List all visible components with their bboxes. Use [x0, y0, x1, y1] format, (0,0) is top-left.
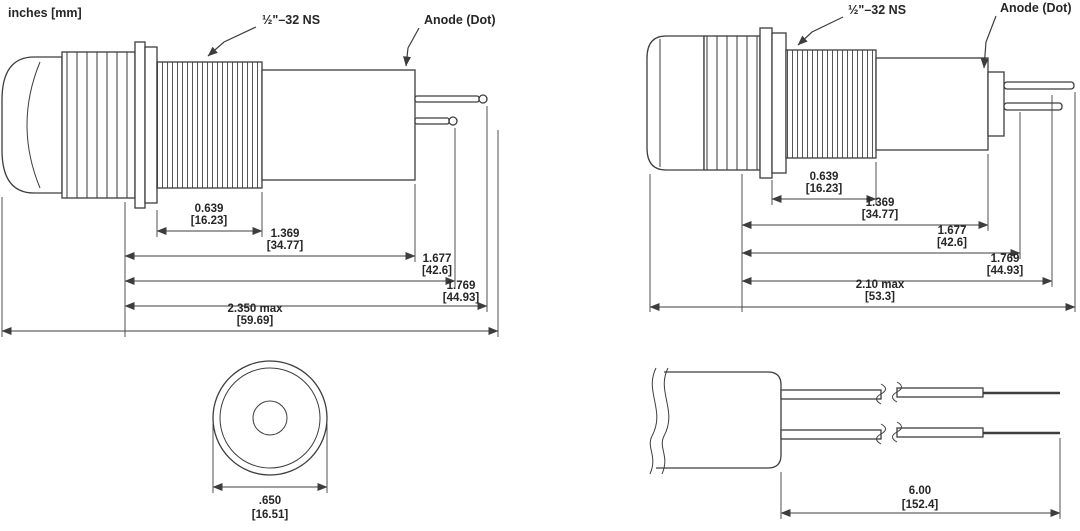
front-dia-in: .650 — [259, 495, 281, 507]
left-dim-overall-in: 2.350 max — [228, 303, 284, 315]
right-dim-3-mm: [42.6] — [937, 237, 967, 249]
right-anode-label: Anode (Dot) — [1000, 1, 1072, 15]
left-dim-overall-mm: [59.69] — [237, 315, 274, 327]
lead-length-view: 6.00 [152.4] — [649, 367, 1061, 519]
right-wire-anode — [1003, 81, 1075, 90]
front-led-circle — [252, 400, 288, 436]
left-dim-pin-short-in: 1.677 — [423, 253, 452, 265]
lead-break-curve-2 — [661, 367, 670, 475]
left-pin-anode — [414, 95, 480, 103]
left-body — [261, 69, 416, 181]
right-dim-thread-in: 0.639 — [810, 171, 839, 183]
lead-wire-top-break-a — [876, 383, 886, 405]
left-lens-dome — [1, 56, 63, 194]
right-panel-nut — [771, 32, 787, 174]
left-thread-leader-line — [207, 26, 257, 57]
left-dim-pin-long-in: 1.769 — [447, 280, 476, 292]
right-lockwasher — [759, 27, 773, 179]
front-dia-mm: [16.51] — [252, 509, 289, 521]
right-lens-flat — [646, 35, 705, 171]
lead-wire-bottom-break-a — [876, 423, 886, 445]
right-bezel-ribs — [703, 35, 761, 171]
left-dim-pin-long-mm: [44.93] — [443, 292, 480, 304]
lead-length-mm: [152.4] — [902, 499, 939, 511]
left-pin-cathode — [414, 117, 450, 125]
lead-break-curve-1 — [649, 367, 658, 475]
lead-wire-top-break-b — [892, 381, 902, 403]
right-dim-3-in: 1.677 — [938, 225, 967, 237]
left-lockwasher — [134, 41, 146, 209]
right-dim-body-in: 1.369 — [866, 197, 895, 209]
left-pin-anode-tip — [478, 94, 488, 104]
right-anode-leader-line — [980, 15, 997, 69]
lead-wire-bottom-seg2 — [896, 427, 984, 438]
left-lens-contour — [26, 61, 41, 189]
right-dim-4-mm: [44.93] — [987, 265, 1024, 277]
right-thread-leader-line — [797, 16, 844, 46]
right-dimensions: 0.639 [16.23] 1.369 [34.77] 1.677 [42.6]… — [649, 92, 1076, 312]
left-panel-nut — [144, 46, 158, 204]
left-dim-thread-in: 0.639 — [195, 203, 224, 215]
right-dim-overall-mm: [53.3] — [865, 291, 895, 303]
right-wire-cathode — [1003, 102, 1063, 111]
lead-length-in: 6.00 — [909, 485, 931, 497]
units-label: inches [mm] — [8, 6, 82, 20]
left-dim-pin-short-mm: [42.6] — [422, 265, 452, 277]
right-dim-4-in: 1.769 — [991, 253, 1020, 265]
lead-body — [656, 371, 782, 469]
left-pin-cathode-tip — [448, 116, 458, 126]
left-dim-body-mm: [34.77] — [267, 240, 304, 252]
left-dim-thread-mm: [16.23] — [191, 215, 228, 227]
right-thread-barrel — [785, 49, 877, 159]
left-thread-barrel — [156, 61, 263, 189]
left-anode-label: Anode (Dot) — [424, 13, 496, 27]
right-body — [875, 57, 989, 151]
right-rear-bushing — [987, 71, 1005, 137]
right-dim-overall-in: 2.10 max — [856, 279, 905, 291]
left-dim-body-in: 1.369 — [271, 228, 300, 240]
lead-wire-bottom-break-b — [892, 421, 902, 443]
lead-wire-top-seg2 — [896, 387, 984, 398]
front-inner-ring — [219, 367, 321, 469]
left-thread-label: ½"–32 NS — [262, 13, 320, 27]
lead-wire-top-seg1 — [780, 389, 882, 400]
front-view: .650 [16.51] — [212, 360, 328, 521]
right-side-view: ½"–32 NS Anode (Dot) — [646, 1, 1075, 179]
lead-wire-bottom-seg1 — [780, 429, 882, 440]
right-thread-label: ½"–32 NS — [848, 3, 906, 17]
left-anode-leader-line — [403, 27, 420, 67]
right-dim-thread-mm: [16.23] — [806, 183, 843, 195]
left-side-view: ½"–32 NS Anode (Dot) — [1, 13, 496, 209]
front-outer-ring — [212, 360, 328, 476]
left-dimensions: 0.639 [16.23] 1.369 [34.77] 1.677 [42.6]… — [1, 106, 499, 337]
right-dim-body-mm: [34.77] — [862, 209, 899, 221]
left-bezel-ribs — [61, 51, 136, 199]
